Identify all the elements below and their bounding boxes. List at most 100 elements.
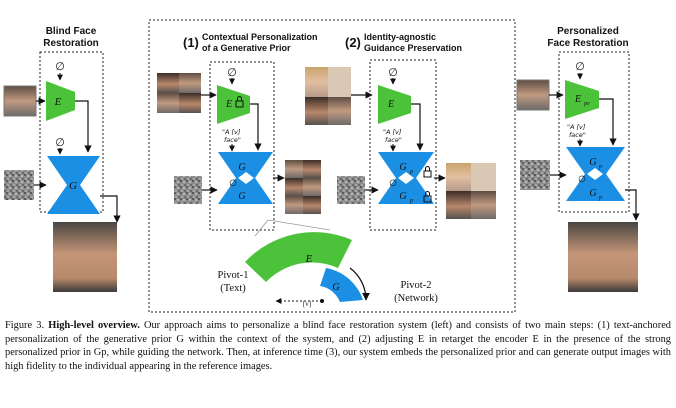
step2-ref-face-3 <box>305 97 328 125</box>
degraded-input-image <box>3 85 37 117</box>
noise-input-image <box>4 170 34 200</box>
personalized-gen-split <box>587 168 603 180</box>
step1-number: (1) <box>183 35 199 50</box>
pivot-token: [v] <box>303 300 311 308</box>
blind-title-line2: Restoration <box>43 38 99 49</box>
personalized-gen-sub-top: p <box>598 164 602 170</box>
caption-label: Figure 3. <box>5 320 45 331</box>
step1-ref-face-1 <box>157 73 179 93</box>
step1-title-line2: of a Generative Prior <box>202 43 291 53</box>
personalized-noise-input <box>520 160 550 190</box>
step2-output-face-4 <box>471 191 496 219</box>
personalized-degraded-input <box>516 79 550 111</box>
pivot1-label-line1: Pivot-1 <box>218 270 249 281</box>
step2-title-line2: Guidance Preservation <box>364 43 462 53</box>
pivot2-label-line1: Pivot-2 <box>401 280 432 291</box>
personalized-encoder-sub: pe <box>583 101 590 107</box>
step2-ref-face-1 <box>305 67 328 97</box>
lock-icon <box>423 191 432 203</box>
step1-gen-null-token: ∅ <box>229 178 237 188</box>
blind-frame <box>39 51 104 213</box>
step2-title-line1: Identity-agnostic <box>364 32 436 42</box>
step2-gen-sub-top: p <box>409 169 413 175</box>
personalized-title-line2: Face Restoration <box>547 38 628 49</box>
personalized-gen-sub-bottom: p <box>598 195 602 201</box>
personalized-encoder-block <box>565 80 599 119</box>
pivot1-label-line2: (Text) <box>220 283 246 294</box>
step1-output-face-5 <box>285 196 303 214</box>
personalized-gen-null-token: ∅ <box>578 174 586 184</box>
step1-output-face-1 <box>285 160 303 178</box>
step1-frame <box>209 61 275 231</box>
step2-gen-null-token: ∅ <box>389 178 397 188</box>
step1-encoder-block <box>217 85 250 124</box>
encoder-block <box>46 81 75 121</box>
caption-bold: High-level overview. <box>48 320 140 331</box>
blind-restoration-panel: Blind Face Restoration ∅ E ∅ G <box>3 26 121 292</box>
step1-ref-face-2 <box>179 73 201 93</box>
step2-noise-input <box>337 176 365 204</box>
step1-null-token: ∅ <box>227 67 237 79</box>
step1-gen-split <box>238 172 254 184</box>
pivot-encoder-arc <box>245 232 352 282</box>
step1-ref-face-3 <box>157 93 179 113</box>
personalized-frame <box>558 51 630 213</box>
step1-ref-face-4 <box>179 93 201 113</box>
step1-noise-input <box>174 176 202 204</box>
step1-output-face-6 <box>303 196 321 214</box>
step2-output-face-1 <box>446 163 471 191</box>
step1-output-face-4 <box>303 178 321 196</box>
step1-output-face-2 <box>303 160 321 178</box>
step2-number: (2) <box>345 35 361 50</box>
overview-figure: Blind Face Restoration ∅ E ∅ G (1) Conte… <box>3 19 640 313</box>
personalized-gen-label-top: G <box>589 157 596 168</box>
step1-output-face-3 <box>285 178 303 196</box>
figure-caption: Figure 3. High-level overview. Our appro… <box>5 319 671 373</box>
lock-icon <box>423 166 432 178</box>
pivot-generator-arc <box>320 268 363 302</box>
personalized-restoration-panel: Personalized Face Restoration ∅ E pe "A … <box>516 26 640 292</box>
personalized-output-image <box>568 222 638 292</box>
generator-block <box>47 156 100 214</box>
step2-ref-face-4 <box>328 97 351 125</box>
step1-encoder-label: E <box>225 99 232 110</box>
null-token-symbol-2: ∅ <box>55 137 65 149</box>
steps-frame <box>148 19 516 313</box>
personalized-encoder-label: E <box>574 94 581 105</box>
personalized-null-token: ∅ <box>575 61 585 73</box>
blind-title-line1: Blind Face <box>46 26 97 37</box>
caption-text: Our approach aims to personalize a blind… <box>5 320 671 372</box>
steps-panel: (1) Contextual Personalization of a Gene… <box>148 19 516 313</box>
pivot-diagram: E G [v] Pivot-1 (Text) Pivot-2 (Network) <box>218 219 438 308</box>
step1-prompt-line1: "A [v] <box>222 128 241 136</box>
personalized-prompt-line2: face" <box>569 131 586 139</box>
step2-null-token: ∅ <box>388 67 398 79</box>
step2-prompt-line1: "A [v] <box>383 128 402 136</box>
step1-gen-label-bottom: G <box>238 191 245 202</box>
encoder-label: E <box>54 96 62 108</box>
personalized-prompt-line1: "A [v] <box>567 123 586 131</box>
generator-label: G <box>69 180 77 192</box>
step2-frame <box>369 59 437 231</box>
step2-gen-label-top: G <box>399 162 406 173</box>
step2-encoder-label: E <box>387 99 394 110</box>
step2-output-face-3 <box>446 191 471 219</box>
step2-prompt-line2: face" <box>385 136 402 144</box>
pivot-encoder-label: E <box>305 253 313 265</box>
step2-gen-split <box>398 172 414 184</box>
step1-gen-label-top: G <box>238 162 245 173</box>
personalized-gen-label-bottom: G <box>589 188 596 199</box>
lock-icon <box>235 96 244 108</box>
pivot-center-dot <box>320 299 324 303</box>
pivot2-label-line2: (Network) <box>394 293 438 304</box>
personalized-title-line1: Personalized <box>557 26 619 37</box>
step2-gen-sub-bottom: p <box>409 198 413 204</box>
pivot2-arrow <box>349 267 370 301</box>
step2-output-face-2 <box>471 163 496 191</box>
step1-title-line1: Contextual Personalization <box>202 32 318 42</box>
null-token-symbol: ∅ <box>55 61 65 73</box>
step2-gen-label-bottom: G <box>399 191 406 202</box>
pivot-generator-label: G <box>332 282 339 293</box>
step2-ref-face-2 <box>328 67 351 97</box>
step2-encoder-block <box>378 85 411 124</box>
